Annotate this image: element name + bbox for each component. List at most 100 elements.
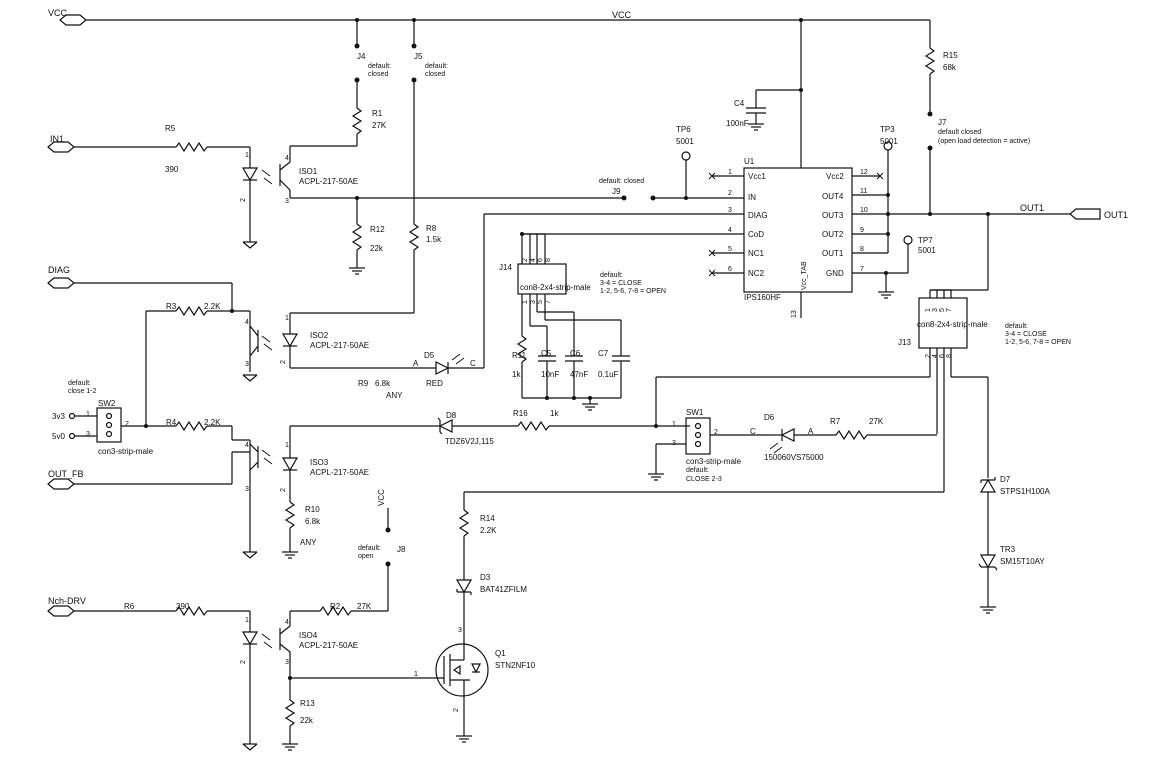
vcc-port-label: VCC (48, 8, 68, 18)
svg-text:2: 2 (714, 429, 718, 436)
resistor-r3: R3 2.2K (166, 302, 250, 317)
c7-value: 0.1uF (598, 370, 619, 379)
c4-value: 100nF (726, 119, 749, 128)
resistor-r5: R5 390 (165, 124, 250, 174)
jumper-j7[interactable]: J7 default closed (open load detection =… (927, 111, 1031, 151)
svg-text:2: 2 (522, 258, 529, 262)
tp6-ref: TP6 (676, 125, 691, 134)
u1-tab: Vcc_TAB (801, 261, 808, 290)
r5-ref: R5 (165, 124, 176, 133)
svg-text:9: 9 (860, 227, 864, 234)
r6-value: 390 (176, 602, 190, 611)
d8-ref: D8 (446, 411, 457, 420)
out1-net-label: OUT1 (1020, 203, 1044, 213)
j8-ref: J8 (397, 545, 406, 554)
ic-u1: U1 IPS160HF Vcc_TAB 13 1 Vcc1 2 IN 3 DIA… (484, 20, 1070, 318)
svg-text:1: 1 (925, 308, 932, 312)
sw2-note1: default: (68, 380, 91, 387)
r16-ref: R16 (513, 409, 528, 418)
svg-text:2: 2 (728, 190, 732, 197)
iso3-ref: ISO3 (310, 458, 329, 467)
d6-anode: A (808, 427, 814, 436)
testpoint-tp3[interactable]: TP3 5001 (880, 125, 898, 151)
testpoint-tp6[interactable]: TP6 5001 (676, 125, 694, 198)
r9-value: 6.8k (375, 379, 391, 388)
testpoint-tp7[interactable]: TP7 5001 (903, 235, 936, 255)
j13-note1: default: (1005, 323, 1028, 330)
j5-note2: closed (425, 71, 445, 78)
u1-value: IPS160HF (744, 293, 781, 302)
capacitor-c4: C4 100nF (726, 88, 803, 128)
j13-ref: J13 (898, 338, 911, 347)
svg-text:4: 4 (530, 258, 537, 262)
optocoupler-iso3: 4 3 1 2 ISO3 ACPL-217-50AE (245, 426, 369, 552)
resistor-r9: R9 6.8k ANY (358, 379, 403, 400)
svg-text:3: 3 (530, 300, 537, 304)
svg-text:1: 1 (672, 421, 676, 428)
iso4-value: ACPL-217-50AE (299, 641, 358, 650)
resistor-r7: R7 27K (830, 417, 937, 441)
jumper-j4[interactable]: J4 default: closed (354, 20, 392, 83)
led-d6: D6 C A 150060VS75000 (750, 413, 836, 462)
d6-cathode: C (750, 427, 756, 436)
iso1-value: ACPL-217-50AE (299, 177, 358, 186)
tvs-tr3: TR3 SM15T10AY (978, 545, 1045, 607)
svg-text:2: 2 (280, 488, 287, 492)
diag-port-label: DIAG (48, 265, 70, 275)
tp6-value: 5001 (676, 137, 694, 146)
resistor-r2: R2 27K (319, 602, 388, 617)
svg-text:12: 12 (860, 169, 868, 176)
led-d5: D5 A C RED (413, 351, 484, 388)
r13-ref: R13 (300, 699, 315, 708)
j8-note1: default: (358, 545, 381, 552)
q1-ref: Q1 (495, 649, 506, 658)
connector-j14[interactable]: J14 con8-2x4-strip-male default: 3-4 = C… (499, 232, 666, 304)
r5-value: 390 (165, 165, 179, 174)
svg-text:3: 3 (285, 198, 289, 205)
svg-text:DIAG: DIAG (748, 211, 768, 220)
in1-port-label: IN1 (50, 134, 64, 144)
nch-drv-port: Nch-DRV (47, 596, 86, 617)
switch-sw1[interactable]: SW1 1 3 2 con3-strip-male default: CLOSE… (654, 377, 742, 483)
jumper-j9[interactable]: J9 default: closed (599, 178, 656, 201)
r2-value: 27K (357, 602, 372, 611)
svg-text:1: 1 (522, 300, 529, 304)
svg-text:2: 2 (453, 708, 460, 712)
d3-ref: D3 (480, 573, 491, 582)
optocoupler-iso1: 1 2 4 3 ISO1 ACPL-217-50AE (240, 147, 358, 242)
diode-d7: D7 STPS1H100A (979, 475, 1050, 555)
j7-note2: (open load detection = active) (938, 138, 1030, 145)
resistor-r4: R4 2.2K (166, 418, 250, 441)
r16-value: 1k (550, 409, 559, 418)
j9-note: default: closed (599, 178, 644, 185)
svg-text:5: 5 (939, 308, 946, 312)
d5-value: RED (426, 379, 443, 388)
svg-text:3: 3 (932, 308, 939, 312)
sw1-note2: CLOSE 2-3 (686, 476, 722, 483)
sw1-ref: SW1 (686, 408, 704, 417)
resistor-r8: R8 1.5k (408, 80, 442, 313)
r9-ref: R9 (358, 379, 369, 388)
connector-j13[interactable]: 1 3 5 7 con8-2x4-strip-male 2 4 6 8 J13 … (898, 289, 1071, 358)
d5-ref: D5 (424, 351, 435, 360)
svg-text:3: 3 (86, 431, 90, 438)
svg-text:1: 1 (86, 411, 90, 418)
svg-text:Vcc2: Vcc2 (826, 172, 844, 181)
j14-note1: default: (600, 272, 623, 279)
jumper-j8[interactable]: VCC J8 default: open (358, 489, 406, 567)
jumper-j5[interactable]: J5 default: closed (411, 20, 449, 83)
r2-ref: R2 (330, 602, 341, 611)
svg-text:3: 3 (728, 207, 732, 214)
r9-note: ANY (386, 391, 403, 400)
r7-ref: R7 (830, 417, 841, 426)
r12-ref: R12 (370, 225, 385, 234)
svg-text:2: 2 (125, 421, 129, 428)
r8-value: 1.5k (426, 235, 442, 244)
r12-value: 22k (370, 244, 384, 253)
j14-note3: 1-2, 5-6, 7-8 = OPEN (600, 288, 666, 295)
svg-text:8: 8 (946, 354, 953, 358)
switch-sw2[interactable]: default: close 1-2 SW2 1 3 2 con3-strip-… (52, 380, 154, 456)
j13-part: con8-2x4-strip-male (917, 320, 988, 329)
vcc-port: VCC (48, 8, 87, 26)
